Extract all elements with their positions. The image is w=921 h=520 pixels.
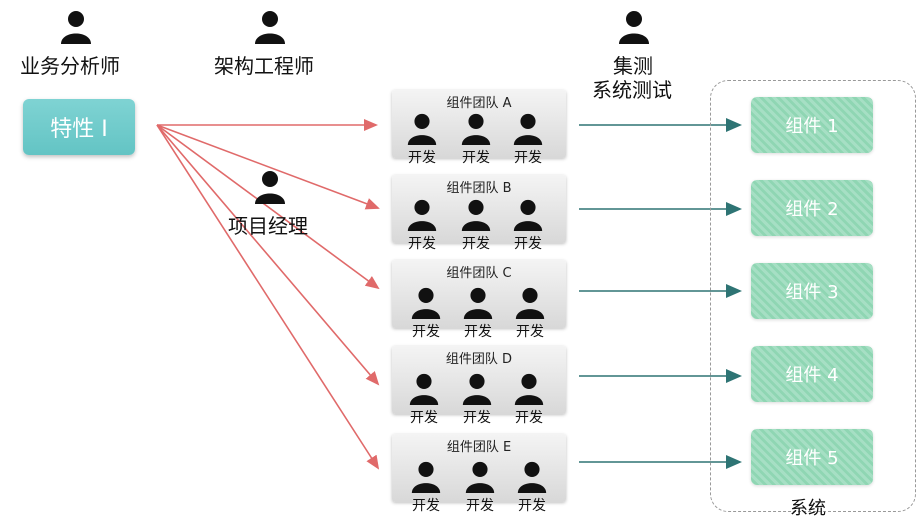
- developer-label: 开发: [462, 236, 490, 252]
- component-label: 组件 4: [785, 365, 839, 386]
- architect-person-icon: [255, 11, 285, 44]
- developer-person-icon: [411, 461, 441, 493]
- developer-label: 开发: [516, 324, 544, 340]
- developer-person-icon: [407, 199, 437, 231]
- developer-person-icon: [515, 287, 545, 319]
- developer-label: 开发: [518, 498, 546, 514]
- developer-figure: 开发: [510, 285, 550, 341]
- developer-figure: 开发: [456, 197, 496, 253]
- role-integration-line2: 系统测试: [592, 78, 672, 102]
- feature-box: 特性 I: [23, 99, 135, 155]
- developer-person-icon: [409, 373, 439, 405]
- component-box-2: 组件 2: [751, 180, 873, 236]
- developer-figure: 开发: [460, 459, 500, 515]
- developer-figure: 开发: [406, 459, 446, 515]
- component-box-5: 组件 5: [751, 429, 873, 485]
- component-box-1: 组件 1: [751, 97, 873, 153]
- component-box-3: 组件 3: [751, 263, 873, 319]
- developer-label: 开发: [464, 324, 492, 340]
- analyst-person-icon: [61, 11, 91, 44]
- developer-person-icon: [407, 113, 437, 145]
- developer-person-icon: [465, 461, 495, 493]
- developer-label: 开发: [515, 410, 543, 426]
- component-label: 组件 2: [785, 199, 839, 220]
- feature-label: 特性 I: [50, 117, 108, 142]
- developer-person-icon: [513, 113, 543, 145]
- role-pm: 项目经理: [228, 214, 308, 238]
- team-title: 组件团队 D: [445, 352, 513, 367]
- role-architect: 架构工程师: [214, 54, 314, 78]
- role-analyst: 业务分析师: [20, 54, 120, 78]
- arrow-feature-to-team-c: [156, 124, 380, 290]
- developer-figure: 开发: [508, 111, 548, 167]
- component-label: 组件 3: [785, 282, 839, 303]
- developer-person-icon: [513, 199, 543, 231]
- developer-figure: 开发: [512, 459, 552, 515]
- tester-person-icon: [619, 11, 649, 44]
- developer-figure: 开发: [456, 111, 496, 167]
- component-label: 组件 5: [785, 448, 839, 469]
- system-label: 系统: [790, 498, 826, 519]
- developer-person-icon: [463, 287, 493, 319]
- team-title: 组件团队 A: [446, 96, 512, 111]
- developer-label: 开发: [514, 150, 542, 166]
- component-box-4: 组件 4: [751, 346, 873, 402]
- developer-label: 开发: [410, 410, 438, 426]
- arrow-feature-to-team-e: [156, 124, 380, 470]
- pm-person-icon: [255, 171, 285, 204]
- arrow-feature-to-team-d: [156, 124, 380, 386]
- developer-figure: 开发: [509, 371, 549, 427]
- team-title: 组件团队 E: [446, 440, 512, 455]
- developer-figure: 开发: [402, 197, 442, 253]
- developer-figure: 开发: [404, 371, 444, 427]
- system-boundary: [710, 80, 916, 512]
- developer-person-icon: [514, 373, 544, 405]
- developer-label: 开发: [462, 150, 490, 166]
- developer-label: 开发: [463, 410, 491, 426]
- developer-label: 开发: [412, 498, 440, 514]
- developer-label: 开发: [466, 498, 494, 514]
- developer-label: 开发: [408, 150, 436, 166]
- developer-figure: 开发: [457, 371, 497, 427]
- developer-figure: 开发: [406, 285, 446, 341]
- developer-person-icon: [517, 461, 547, 493]
- developer-figure: 开发: [508, 197, 548, 253]
- developer-figure: 开发: [402, 111, 442, 167]
- developer-figure: 开发: [458, 285, 498, 341]
- developer-label: 开发: [412, 324, 440, 340]
- developer-person-icon: [461, 199, 491, 231]
- team-title: 组件团队 C: [446, 266, 512, 281]
- developer-label: 开发: [514, 236, 542, 252]
- developer-person-icon: [462, 373, 492, 405]
- role-integration-line1: 集测: [613, 54, 653, 78]
- arrow-feature-to-team-b: [156, 124, 380, 210]
- component-label: 组件 1: [785, 116, 839, 137]
- developer-person-icon: [411, 287, 441, 319]
- team-title: 组件团队 B: [446, 181, 512, 196]
- developer-label: 开发: [408, 236, 436, 252]
- developer-person-icon: [461, 113, 491, 145]
